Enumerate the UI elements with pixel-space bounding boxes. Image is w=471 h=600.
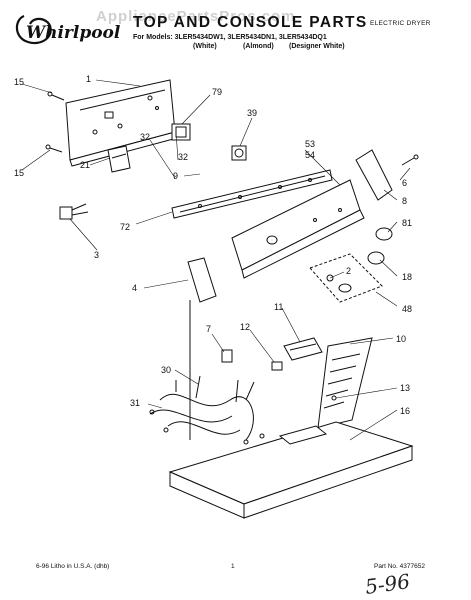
end-cap-part <box>355 149 419 201</box>
callout-54: 54 <box>305 150 315 160</box>
callout-32-left: 32 <box>140 132 150 142</box>
terminal-block-part <box>59 203 89 220</box>
switch-part <box>171 123 191 141</box>
whirlpool-logo: Whirlpool <box>10 10 124 50</box>
callout-10: 10 <box>396 334 406 344</box>
variant-white: (White) <box>193 43 217 50</box>
console-part <box>231 179 365 279</box>
variant-almond: (Almond) <box>243 43 274 50</box>
callout-4: 4 <box>132 283 137 293</box>
callout-1: 1 <box>86 74 91 84</box>
callout-39: 39 <box>247 108 257 118</box>
callout-7: 7 <box>206 324 211 334</box>
small-part <box>221 349 337 401</box>
callout-18: 18 <box>402 272 412 282</box>
callout-30: 30 <box>161 365 171 375</box>
brand-text: Whirlpool <box>26 23 121 43</box>
footer-litho: 6-96 Litho in U.S.A. (dhb) <box>36 563 110 570</box>
callout-11: 11 <box>274 302 283 312</box>
screw-part <box>45 91 65 153</box>
callout-15-top: 15 <box>14 77 24 87</box>
callout-16: 16 <box>400 406 410 416</box>
push-button-group <box>309 253 383 303</box>
page-title: TOP AND CONSOLE PARTS <box>133 14 368 31</box>
callout-79: 79 <box>212 87 222 97</box>
callout-6: 6 <box>402 178 407 188</box>
variant-designer-white: (Designer White) <box>289 43 345 50</box>
callout-9: 9 <box>173 171 178 181</box>
footer-part-number: Part No. 4377652 <box>374 563 425 570</box>
callout-21: 21 <box>80 160 90 170</box>
callout-8: 8 <box>402 196 407 206</box>
footer-page-number: 1 <box>231 563 235 570</box>
whirlpool-logo-graphic: Whirlpool <box>15 14 121 45</box>
wire-harness-part <box>149 375 255 445</box>
top-panel-part <box>168 421 414 519</box>
callout-48: 48 <box>402 304 412 314</box>
callout-81: 81 <box>402 218 412 228</box>
callout-72: 72 <box>120 222 130 232</box>
lint-filter-part <box>317 337 373 429</box>
callout-2: 2 <box>346 266 351 276</box>
motor-part <box>107 145 131 173</box>
front-bracket-part <box>187 257 217 303</box>
page-subtitle: ELECTRIC DRYER <box>370 20 431 27</box>
callout-12: 12 <box>240 322 250 332</box>
callout-31: 31 <box>130 398 140 408</box>
lint-screen-part <box>283 337 323 361</box>
callout-3: 3 <box>94 250 99 260</box>
callout-15-bottom: 15 <box>14 168 24 178</box>
watermark: AppliancePartsPros.com <box>96 8 296 25</box>
callout-13: 13 <box>400 383 410 393</box>
callout-53: 53 <box>305 139 315 149</box>
console-bracket-part <box>171 169 333 219</box>
models-line: For Models: 3LER5434DW1, 3LER5434DN1, 3L… <box>133 34 327 41</box>
knob-part <box>367 227 393 265</box>
callout-32-right: 32 <box>178 152 188 162</box>
timer-part <box>231 145 247 161</box>
